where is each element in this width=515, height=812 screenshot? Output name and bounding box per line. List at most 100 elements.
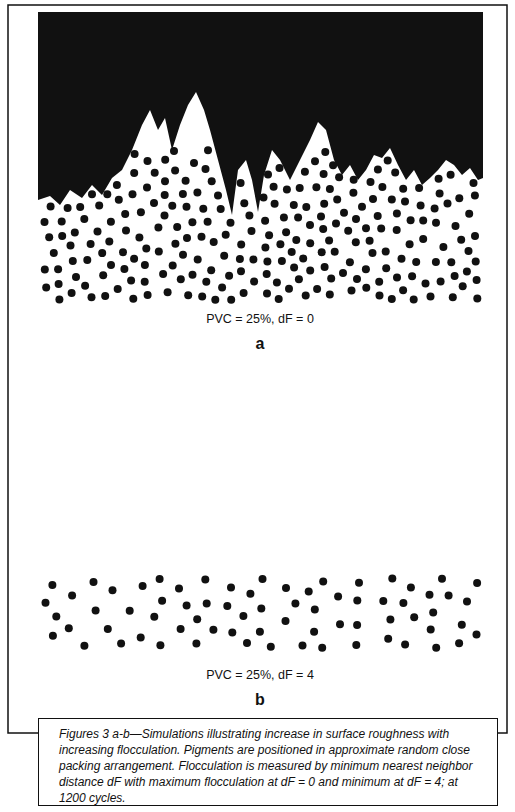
pigment-dot: [260, 193, 268, 201]
pigment-dot: [192, 639, 200, 647]
pigment-dot: [282, 617, 290, 625]
pigment-dot: [431, 205, 439, 213]
pigment-dot: [452, 222, 460, 230]
pigment-dot: [225, 272, 233, 280]
pigment-dot: [282, 584, 290, 592]
pigment-dot: [101, 292, 109, 300]
pigment-dot: [257, 604, 265, 612]
pigment-dot: [130, 255, 138, 263]
pigment-dot: [119, 248, 127, 256]
pigment-dot: [435, 175, 443, 183]
pigment-dot: [358, 203, 366, 211]
binder-surface: [38, 12, 483, 215]
pigment-dot: [202, 278, 210, 286]
pigment-dot: [141, 278, 149, 286]
pigment-dot: [407, 216, 415, 224]
pigment-dot: [473, 579, 481, 587]
pigment-dot: [321, 263, 329, 271]
pigment-dot: [327, 275, 335, 283]
pigment-dot: [344, 227, 352, 235]
pigment-dot: [90, 578, 98, 586]
pigment-dot: [139, 582, 147, 590]
pigment-dot: [348, 287, 356, 295]
pigment-dot: [391, 169, 399, 177]
pigment-dot: [50, 249, 58, 257]
pigment-dot: [92, 606, 100, 614]
pigment-dot: [299, 255, 307, 263]
pigment-dot: [131, 150, 139, 158]
pigment-dot: [437, 277, 445, 285]
pigment-dot: [273, 279, 281, 287]
pigment-dot: [171, 240, 179, 248]
pigment-dot: [302, 292, 310, 300]
pigment-dot: [320, 170, 328, 178]
pigment-dot: [473, 276, 481, 284]
pigment-dot: [374, 166, 382, 174]
pigment-dot: [336, 620, 344, 628]
pigment-dot: [384, 635, 392, 643]
pigment-dot: [237, 241, 245, 249]
pigment-dot: [127, 277, 135, 285]
pigment-dot: [179, 251, 187, 259]
pigment-dot: [350, 176, 358, 184]
pigment-dot: [214, 192, 222, 200]
pigment-dot: [161, 212, 169, 220]
pigment-dot: [444, 199, 452, 207]
pigment-dot: [427, 625, 435, 633]
pigment-dot: [250, 278, 258, 286]
pigment-dot: [393, 273, 401, 281]
pigment-dot: [295, 275, 303, 283]
pigment-dot: [362, 284, 370, 292]
pigment-dot: [306, 266, 314, 274]
pigment-dot: [220, 252, 228, 260]
pigment-dot: [203, 600, 211, 608]
pigment-dot: [331, 248, 339, 256]
pigment-dot: [319, 578, 327, 586]
pigment-dot: [164, 288, 172, 296]
pigment-dot: [49, 632, 57, 640]
pigment-dot: [236, 255, 244, 263]
pigment-dot: [263, 257, 271, 265]
pigment-dot: [412, 258, 420, 266]
pigment-dot: [382, 248, 390, 256]
pigment-dot: [190, 159, 198, 167]
pigment-dot: [193, 188, 201, 196]
pigment-dot: [426, 591, 434, 599]
pigment-dot: [109, 586, 117, 594]
pigment-dot: [87, 240, 95, 248]
pigment-dot: [333, 196, 341, 204]
pigment-dot: [401, 640, 409, 648]
pigment-dot: [379, 597, 387, 605]
pigment-dot: [473, 630, 481, 638]
pigment-dot: [42, 283, 50, 291]
pigment-dot: [245, 212, 253, 220]
pigment-dot: [137, 633, 145, 641]
pigment-dot: [449, 293, 457, 301]
pigment-dot: [432, 258, 440, 266]
pigment-dot: [80, 215, 88, 223]
pigment-dot: [353, 275, 361, 283]
pigment-dot: [88, 190, 96, 198]
pigment-dot: [386, 615, 394, 623]
pigment-dot: [280, 214, 288, 222]
pigment-dot: [313, 285, 321, 293]
pigment-dot: [83, 256, 91, 264]
pigment-dot: [458, 621, 466, 629]
pigment-dot: [317, 213, 325, 221]
pigment-dot: [168, 202, 176, 210]
pigment-dot: [183, 203, 191, 211]
pigment-dot: [267, 643, 275, 651]
pigment-dot: [261, 244, 269, 252]
pigment-dot: [310, 628, 318, 636]
pigment-dot: [204, 218, 212, 226]
pigment-dot: [208, 177, 216, 185]
pigment-dot: [182, 177, 190, 185]
pigment-dot: [340, 209, 348, 217]
pigment-dot: [459, 282, 467, 290]
pigment-dot: [65, 624, 73, 632]
pigment-dot: [135, 234, 143, 242]
pigment-dot: [473, 294, 481, 302]
pigment-dot: [291, 599, 299, 607]
pigment-dot: [429, 609, 437, 617]
pigment-dot: [194, 256, 202, 264]
